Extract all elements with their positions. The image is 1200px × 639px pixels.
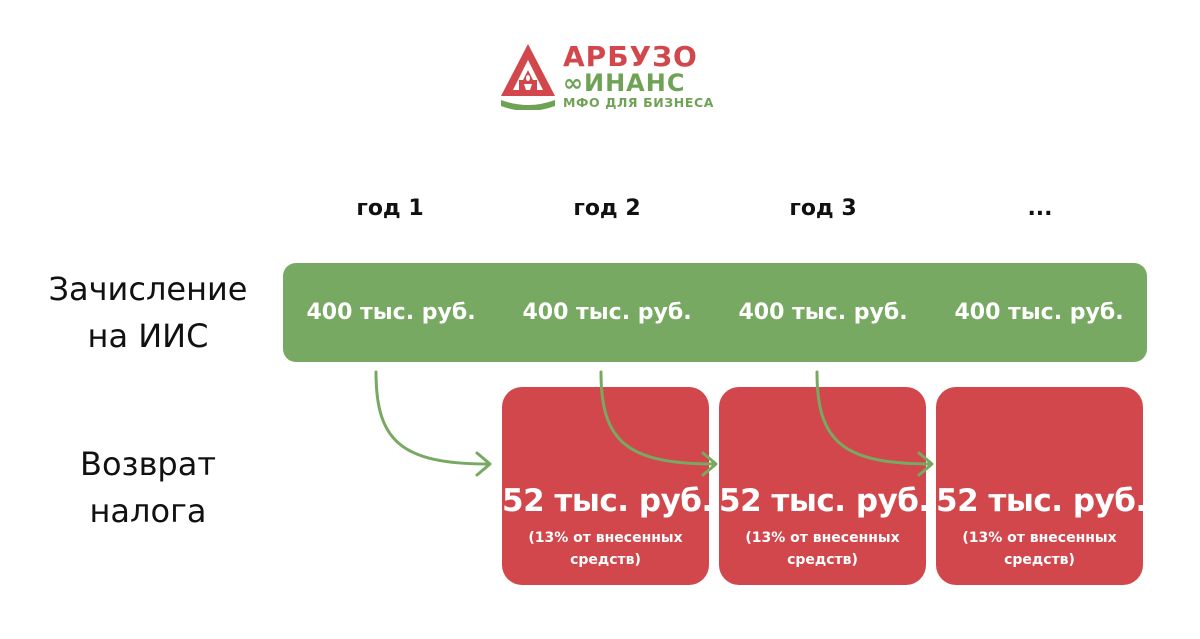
- refund-note: (13% от внесенных средств): [936, 527, 1143, 571]
- refund-label-line1: Возврат: [80, 445, 216, 483]
- refund-note-line1: (13% от внесенных: [962, 530, 1117, 546]
- refund-box-1: 52 тыс. руб. (13% от внесенных средств): [502, 387, 713, 585]
- refund-note-line2: средств): [570, 552, 641, 568]
- year-2-label: год 2: [573, 196, 641, 221]
- deposit-bar: 400 тыс. руб. 400 тыс. руб. 400 тыс. руб…: [283, 263, 1147, 362]
- deposit-row-label: Зачисление на ИИС: [30, 266, 266, 360]
- refund-note-line1: (13% от внесенных: [745, 530, 900, 546]
- year-1-label: год 1: [356, 196, 424, 221]
- refund-amount: 52 тыс. руб.: [719, 483, 930, 519]
- refund-box-2: 52 тыс. руб. (13% от внесенных средств): [719, 387, 930, 585]
- arrow-icon-1: [374, 370, 492, 477]
- watermelon-a-icon: [501, 44, 555, 110]
- refund-note: (13% от внесенных средств): [502, 527, 709, 571]
- deposit-year-4: 400 тыс. руб.: [954, 300, 1124, 325]
- refund-note-line1: (13% от внесенных: [528, 530, 683, 546]
- deposit-year-2: 400 тыс. руб.: [522, 300, 692, 325]
- refund-amount: 52 тыс. руб.: [936, 483, 1147, 519]
- year-ellipsis-label: ...: [1027, 196, 1053, 221]
- deposit-year-1: 400 тыс. руб.: [306, 300, 476, 325]
- refund-note-line2: средств): [787, 552, 858, 568]
- refund-note-line2: средств): [1004, 552, 1075, 568]
- refund-note: (13% от внесенных средств): [719, 527, 926, 571]
- refund-box-3: 52 тыс. руб. (13% от внесенных средств): [936, 387, 1147, 585]
- refund-row-label: Возврат налога: [30, 441, 266, 535]
- deposit-label-line2: на ИИС: [87, 317, 209, 355]
- logo-subtitle: ∞ИНАНС: [563, 69, 686, 97]
- refund-amount: 52 тыс. руб.: [502, 483, 713, 519]
- refund-label-line2: налога: [89, 492, 207, 530]
- deposit-year-3: 400 тыс. руб.: [738, 300, 908, 325]
- logo-title: АРБУЗО: [563, 40, 698, 73]
- deposit-label-line1: Зачисление: [48, 270, 248, 308]
- logo: АРБУЗО ∞ИНАНС МФО ДЛЯ БИЗНЕСА: [497, 40, 713, 115]
- year-3-label: год 3: [789, 196, 857, 221]
- logo-tagline: МФО ДЛЯ БИЗНЕСА: [563, 95, 715, 110]
